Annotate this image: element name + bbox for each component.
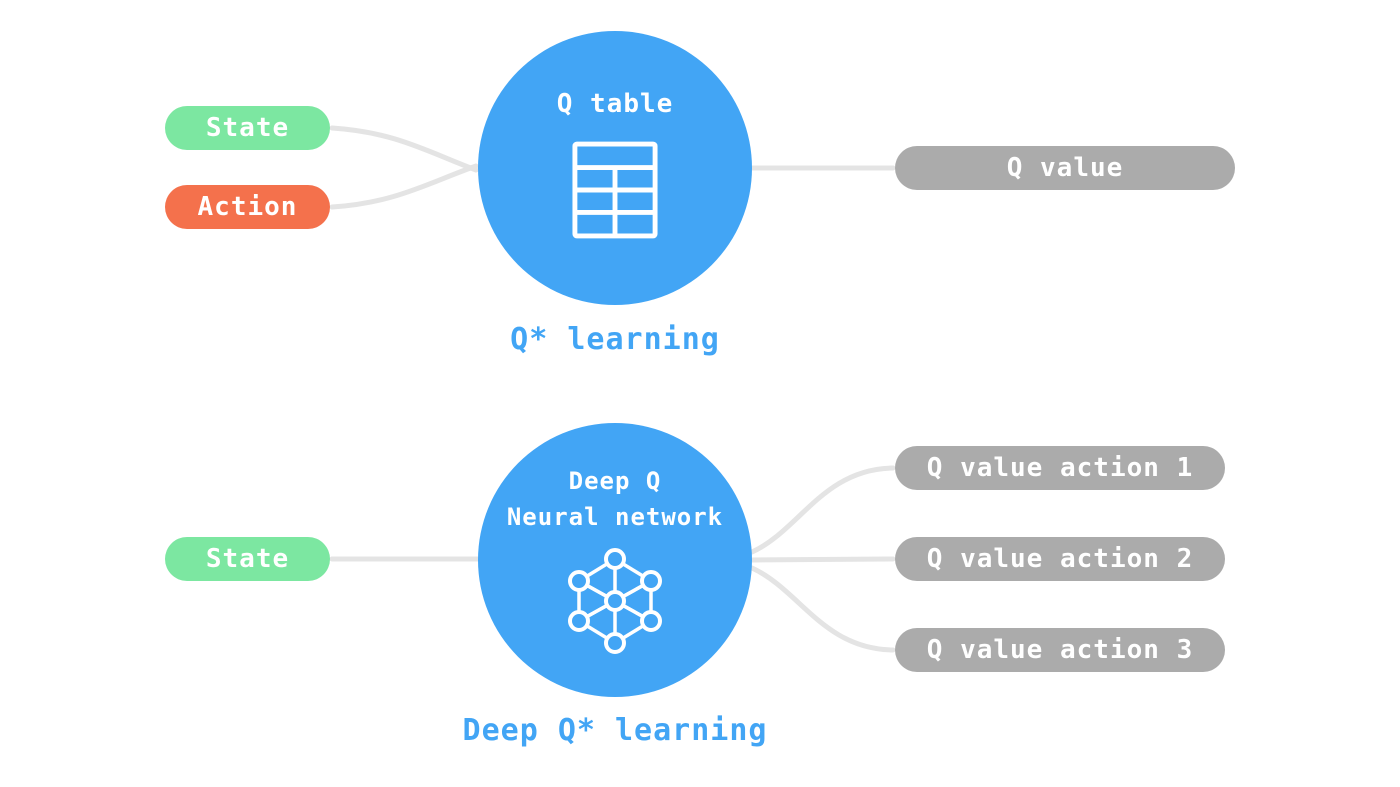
connector-network-to-qv1: [749, 465, 896, 555]
q-value-pill: Q value: [895, 146, 1235, 190]
q-value-action-3-pill: Q value action 3: [895, 628, 1225, 672]
q-value-action-1-pill: Q value action 1: [895, 446, 1225, 490]
q-value-action-3-label: Q value action 3: [926, 635, 1194, 665]
state-pill-top-label: State: [205, 113, 290, 143]
connector-state-to-qtable: [329, 125, 479, 173]
connector-network-to-qv3: [749, 565, 896, 653]
deep-q-network-node: Deep Q Neural network: [478, 423, 752, 697]
deep-q-title-line1: Deep Q: [568, 467, 662, 495]
state-pill-bottom: State: [165, 537, 330, 581]
q-value-action-2-label: Q value action 2: [926, 544, 1194, 574]
deep-q-title-line2: Neural network: [506, 503, 724, 531]
q-value-pill-label: Q value: [1006, 153, 1124, 183]
state-pill-bottom-label: State: [205, 544, 290, 574]
neural-network-icon: [568, 548, 662, 654]
q-value-action-1-label: Q value action 1: [926, 453, 1194, 483]
state-pill-top: State: [165, 106, 330, 150]
deep-q-learning-caption: Deep Q* learning: [462, 713, 768, 748]
q-table-icon: [572, 141, 658, 239]
q-table-node: Q table: [478, 31, 752, 305]
deep-q-network-node-title: Deep Q Neural network: [507, 463, 723, 535]
action-pill: Action: [165, 185, 330, 229]
connector-action-to-qtable: [329, 163, 479, 210]
q-value-action-2-pill: Q value action 2: [895, 537, 1225, 581]
connector-network-to-qv2: [749, 556, 896, 563]
action-pill-label: Action: [197, 192, 298, 222]
q-table-node-title: Q table: [556, 89, 674, 119]
q-learning-caption: Q* learning: [510, 322, 720, 357]
